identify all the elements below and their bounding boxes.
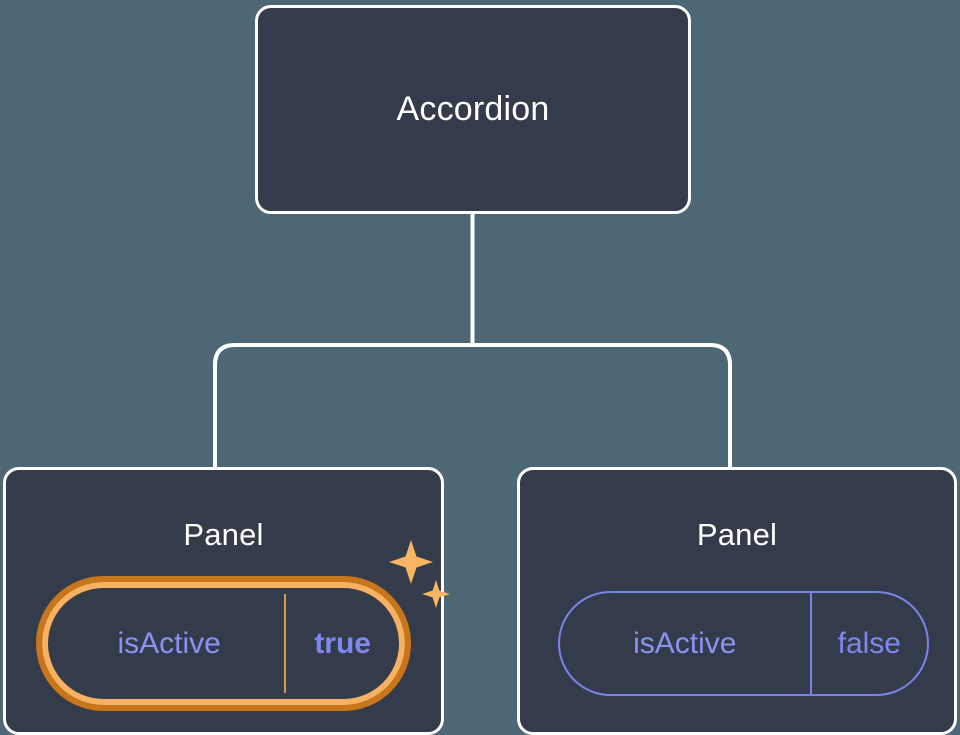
- prop-key: isActive: [117, 626, 221, 660]
- prop-pill-isactive-false[interactable]: isActive false: [558, 591, 929, 696]
- prop-pill-isactive-true[interactable]: isActive true: [36, 576, 411, 711]
- node-title: Accordion: [396, 90, 550, 128]
- node-panel-right[interactable]: Panel isActive false: [517, 467, 957, 735]
- node-panel-left[interactable]: Panel isActive true: [3, 467, 450, 735]
- prop-value: false: [837, 626, 901, 660]
- node-title: Panel: [183, 517, 264, 552]
- prop-divider: [284, 594, 287, 693]
- prop-value: true: [314, 626, 371, 660]
- prop-key: isActive: [633, 626, 737, 660]
- node-title: Panel: [696, 517, 778, 552]
- prop-divider: [809, 593, 812, 694]
- edge-branch-bar: [213, 343, 732, 467]
- node-accordion[interactable]: Accordion: [255, 5, 691, 214]
